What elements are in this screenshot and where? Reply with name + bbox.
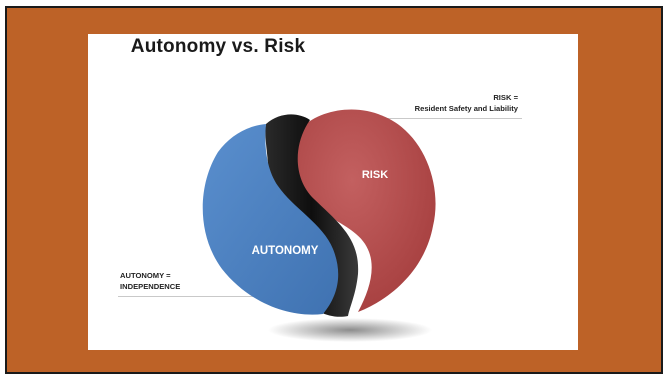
autonomy-segment	[202, 124, 339, 315]
autonomy-definition-rule	[118, 296, 268, 297]
slide-frame: Autonomy vs. Risk RISK = Resident Safety…	[5, 6, 663, 374]
risk-definition: RISK = Resident Safety and Liability	[415, 92, 518, 114]
slide-title: Autonomy vs. Risk	[130, 36, 306, 57]
slide-canvas: Autonomy vs. Risk RISK = Resident Safety…	[88, 34, 578, 350]
autonomy-definition-line2: INDEPENDENCE	[120, 282, 181, 291]
diagram-shadow	[268, 318, 432, 342]
risk-segment-label: RISK	[362, 169, 388, 181]
autonomy-segment-label: AUTONOMY	[252, 245, 319, 257]
risk-definition-rule	[356, 118, 522, 119]
risk-segment	[296, 109, 436, 312]
risk-definition-line2: Resident Safety and Liability	[414, 104, 518, 113]
autonomy-definition-line1: AUTONOMY =	[120, 271, 171, 280]
autonomy-risk-diagram: RISK AUTONOMY	[202, 109, 436, 342]
risk-definition-line1: RISK =	[493, 93, 518, 102]
autonomy-definition: AUTONOMY = INDEPENDENCE	[120, 270, 180, 292]
